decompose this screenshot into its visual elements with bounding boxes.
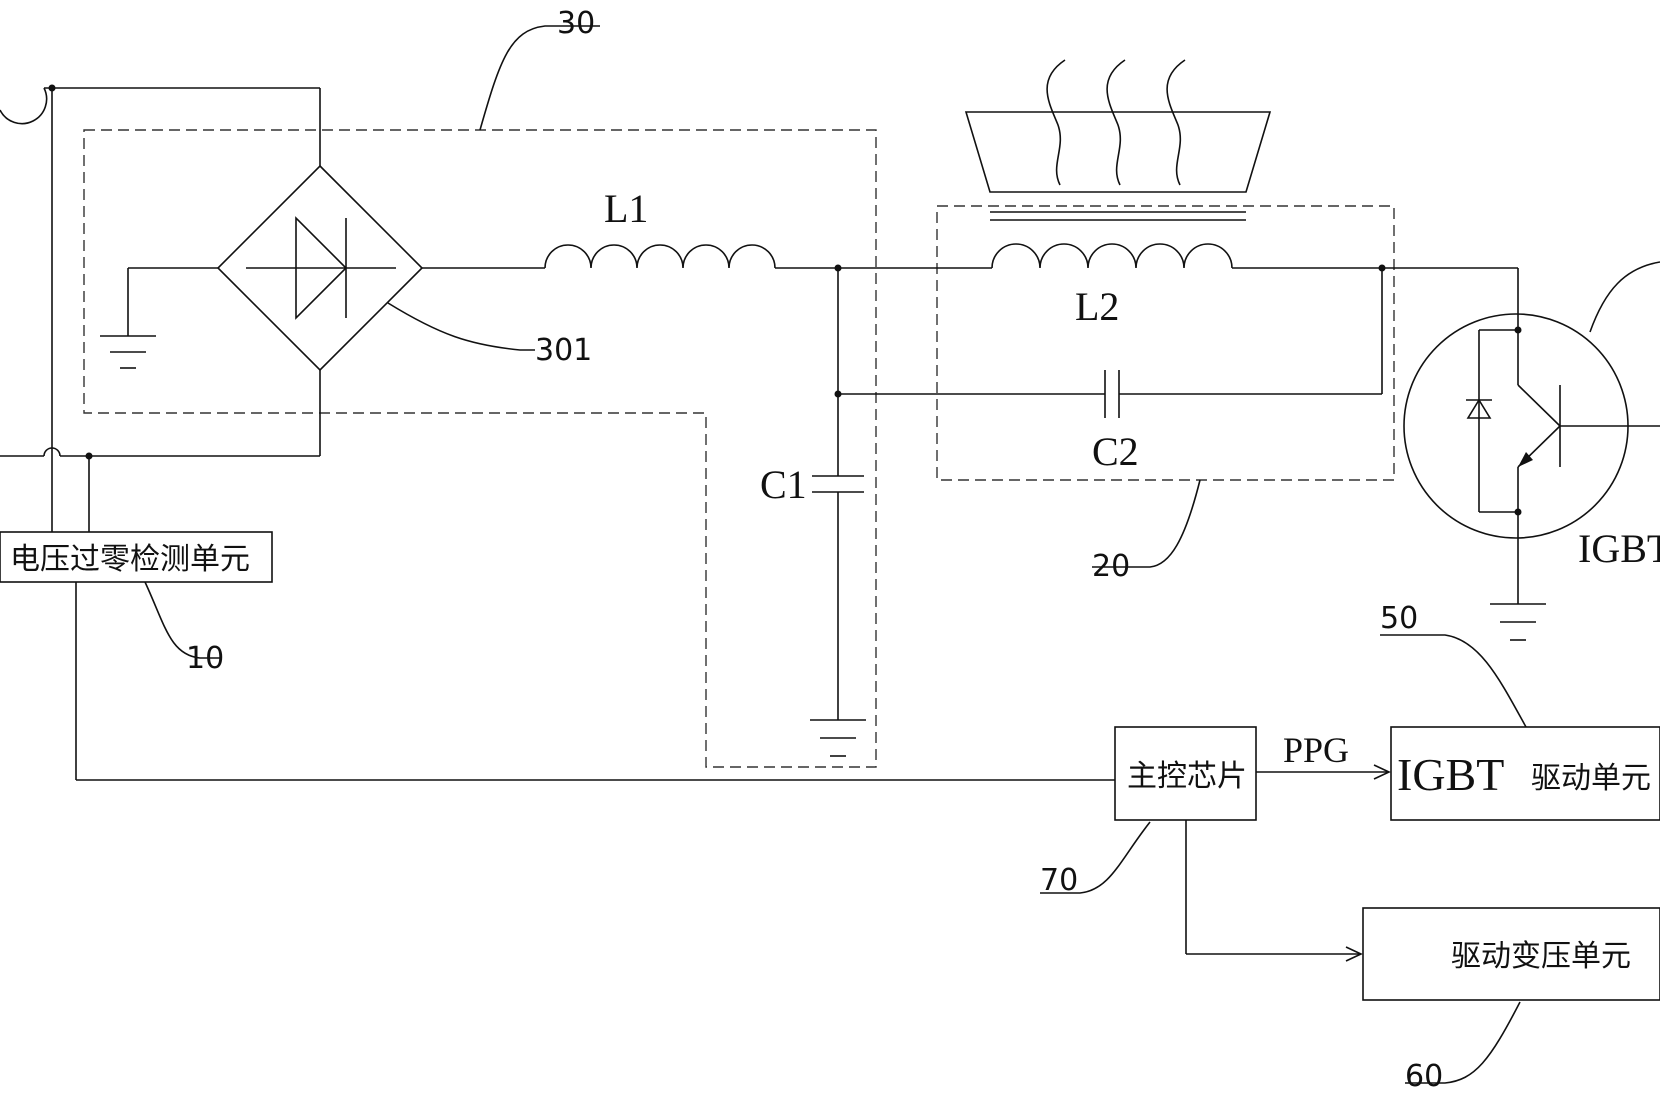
- label-igbt: IGBT: [1578, 526, 1660, 571]
- drive-transformer-block: [1362, 907, 1660, 1001]
- bus-node: [834, 264, 1072, 476]
- ref-50: 50: [1380, 601, 1418, 636]
- igbt-driver-label-suffix: 驱动单元: [1531, 761, 1651, 796]
- igbt-driver-label-prefix: IGBT: [1397, 749, 1504, 800]
- ref-70: 70: [1040, 863, 1078, 898]
- zero-cross-unit-label: 电压过零检测单元: [10, 542, 250, 577]
- zero-cross-detection-block: [0, 531, 273, 583]
- ref-301: 301: [535, 333, 592, 368]
- ac-input: [0, 84, 320, 532]
- label-l1: L1: [604, 186, 648, 231]
- label-l2: L2: [1075, 284, 1119, 329]
- label-ppg: PPG: [1283, 730, 1349, 770]
- capacitor-c2: [1072, 268, 1383, 418]
- label-c1: C1: [760, 462, 807, 507]
- rectifier-filter-module-boundary: [83, 129, 877, 768]
- ref-30: 30: [557, 6, 595, 41]
- cookware-pot-icon: [964, 59, 1272, 221]
- label-c2: C2: [1092, 429, 1139, 474]
- rectifier-bridge: [216, 88, 424, 456]
- inductor-l2: [991, 243, 1518, 272]
- capacitor-c1: [810, 475, 866, 757]
- signal-wires: [75, 582, 1391, 962]
- ref-10: 10: [186, 641, 224, 676]
- drive-transformer-label: 驱动变压单元: [1451, 939, 1631, 974]
- leader-lines: [144, 25, 1660, 1084]
- inductor-l1: [422, 244, 838, 269]
- ref-20: 20: [1092, 549, 1130, 584]
- ground-symbol-bridge: [100, 267, 218, 369]
- resonant-module-boundary: [936, 205, 1395, 481]
- ref-60: 60: [1405, 1059, 1443, 1094]
- igbt-transistor: [1403, 268, 1660, 641]
- main-chip-label: 主控芯片: [1127, 759, 1247, 794]
